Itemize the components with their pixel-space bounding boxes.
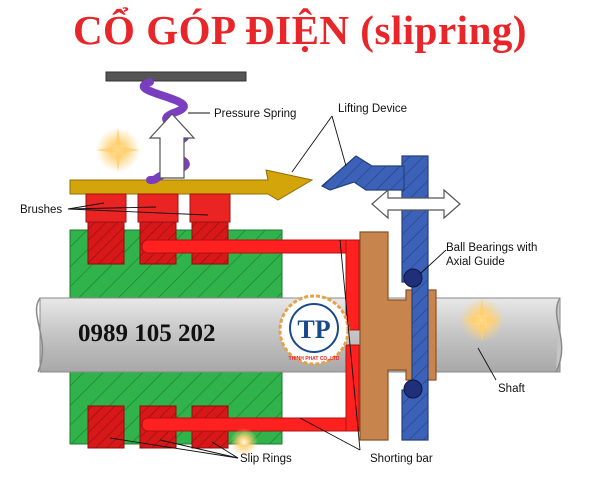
lead-bottom	[141, 417, 361, 432]
label-shaft: Shaft	[498, 383, 526, 395]
ball-bearing-top	[403, 268, 423, 288]
label-ball-bearings-1: Ball Bearings with	[446, 242, 537, 254]
company-logo: TP THINH PHAT CO.,LTD	[278, 294, 350, 366]
slip-ring-bottom-1	[87, 405, 125, 449]
shaft-right-end	[555, 297, 563, 373]
label-lifting-device: Lifting Device	[338, 103, 407, 115]
label-shorting-bar: Shorting bar	[370, 453, 433, 465]
label-brushes: Brushes	[20, 204, 62, 216]
sparkle-bottom	[230, 428, 258, 456]
lead-top-vertical	[345, 239, 360, 331]
spring-up-arrow	[148, 113, 196, 179]
brush-2	[137, 193, 179, 223]
logo-initials: TP	[297, 315, 330, 344]
lifting-device	[320, 155, 405, 191]
sparkle-right-star	[460, 298, 504, 342]
leader-lines	[67, 112, 497, 459]
top-plate	[105, 71, 247, 82]
sparkle-left-star	[96, 128, 140, 172]
label-pressure-spring: Pressure Spring	[214, 108, 296, 120]
slip-ring-top-1	[87, 221, 125, 265]
phone-number: 0989 105 202	[78, 320, 216, 347]
brush-3	[189, 193, 231, 223]
page-title: CỔ GÓP ĐIỆN (slipring)	[72, 7, 528, 53]
movement-arrow	[371, 188, 461, 220]
lead-top	[141, 239, 361, 254]
label-ball-bearings-2: Axial Guide	[446, 256, 505, 268]
shorting-bar	[359, 231, 437, 441]
ball-bearing-bottom	[403, 379, 423, 399]
logo-company: THINH PHAT CO.,LTD	[289, 356, 340, 362]
label-slip-rings: Slip Rings	[240, 453, 292, 465]
shaft-left-end	[35, 297, 44, 373]
